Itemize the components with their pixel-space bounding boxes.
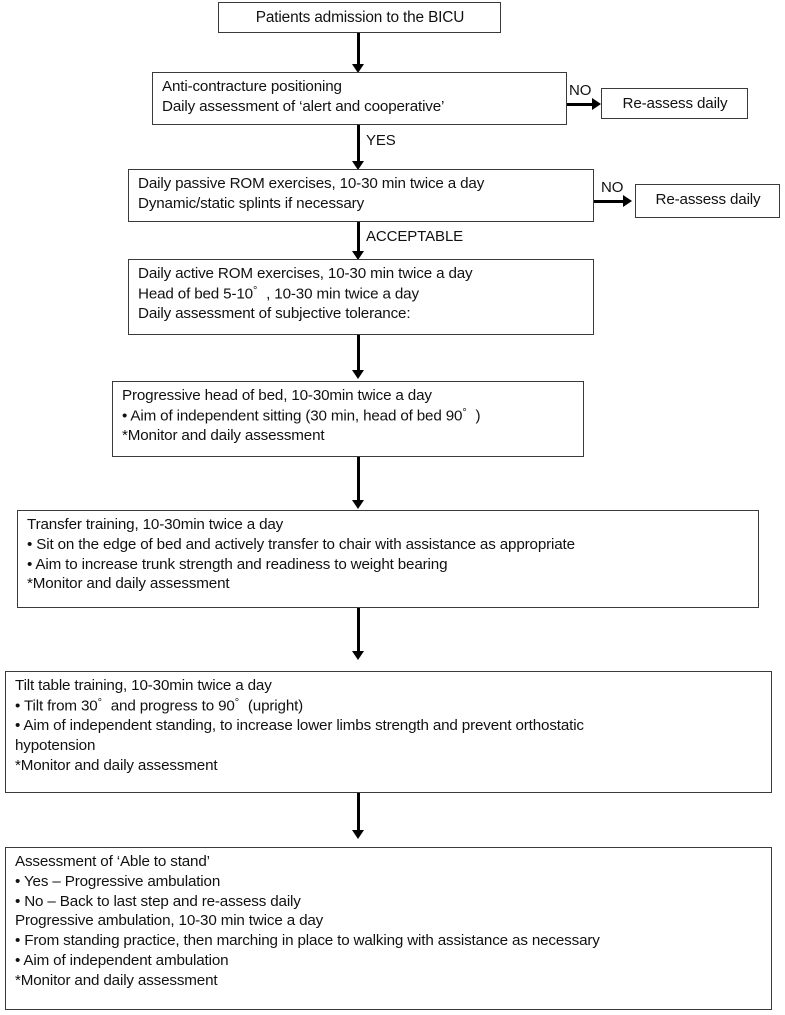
- node-re-assess-daily-1: Re-assess daily: [601, 88, 748, 119]
- connector-activerom-to-progressivehob: [357, 335, 360, 373]
- node-line: Re-assess daily: [655, 191, 761, 208]
- edge-label-yes: YES: [366, 132, 396, 149]
- connector-admission-to-anticontracture: [357, 33, 360, 66]
- node-re-assess-daily-2: Re-assess daily: [635, 184, 780, 218]
- node-line: Daily assessment of subjective tolerance…: [138, 305, 411, 323]
- edge-label-no-2: NO: [601, 179, 624, 196]
- edge-label-acceptable: ACCEPTABLE: [366, 228, 464, 245]
- connector-arrowhead: [592, 98, 601, 110]
- node-line: • Aim to increase trunk strength and rea…: [27, 555, 448, 573]
- node-daily-passive-rom: Daily passive ROM exercises, 10-30 min t…: [128, 169, 594, 222]
- connector-arrowhead: [352, 500, 364, 509]
- connector-anticontracture-to-passiverom: [357, 125, 360, 164]
- connector-progressivehob-to-transfer: [357, 457, 360, 503]
- connector-arrowhead: [352, 830, 364, 839]
- node-line: • Tilt from 30° and progress to 90° (upr…: [15, 696, 304, 715]
- node-line: Progressive ambulation, 10-30 min twice …: [15, 912, 324, 930]
- node-line: *Monitor and daily assessment: [122, 427, 325, 445]
- edge-label-no-1: NO: [569, 82, 592, 99]
- node-line: *Monitor and daily assessment: [27, 575, 230, 593]
- connector-arrowhead: [623, 195, 632, 207]
- node-line: hypotension: [15, 736, 96, 754]
- connector-anticontracture-to-reassess1: [567, 103, 594, 106]
- node-line: • From standing practice, then marching …: [15, 932, 600, 949]
- node-line: Daily active ROM exercises, 10-30 min tw…: [138, 265, 473, 282]
- node-daily-active-rom: Daily active ROM exercises, 10-30 min tw…: [128, 259, 594, 335]
- node-line: Progressive head of bed, 10-30min twice …: [122, 387, 432, 404]
- node-line: *Monitor and daily assessment: [15, 756, 218, 774]
- node-line: • Aim of independent sitting (30 min, he…: [122, 406, 481, 425]
- node-line: Anti-contracture positioning: [162, 78, 342, 95]
- node-line: Re-assess daily: [622, 95, 728, 112]
- node-line: • Sit on the edge of bed and actively tr…: [27, 535, 575, 553]
- node-line: Tilt table training, 10-30min twice a da…: [15, 677, 272, 694]
- connector-arrowhead: [352, 370, 364, 379]
- node-assessment-able-to-stand: Assessment of ‘Able to stand’ • Yes – Pr…: [5, 847, 772, 1010]
- connector-arrowhead: [352, 64, 364, 73]
- node-tilt-table-training: Tilt table training, 10-30min twice a da…: [5, 671, 772, 793]
- node-patients-admission: Patients admission to the BICU: [218, 2, 501, 33]
- node-line: Transfer training, 10-30min twice a day: [27, 516, 284, 533]
- node-line: Daily passive ROM exercises, 10-30 min t…: [138, 175, 485, 192]
- connector-passiverom-to-activerom: [357, 222, 360, 254]
- connector-arrowhead: [352, 251, 364, 260]
- node-line: Dynamic/static splints if necessary: [138, 194, 365, 212]
- node-line: Assessment of ‘Able to stand’: [15, 853, 210, 870]
- connector-arrowhead: [352, 161, 364, 170]
- node-anti-contracture-positioning: Anti-contracture positioning Daily asses…: [152, 72, 567, 125]
- node-line: Patients admission to the BICU: [255, 9, 465, 26]
- node-line: • Aim of independent ambulation: [15, 951, 229, 969]
- node-line: Head of bed 5-10° , 10-30 min twice a da…: [138, 284, 419, 303]
- node-line: • Yes – Progressive ambulation: [15, 872, 221, 890]
- connector-transfer-to-tilttable: [357, 608, 360, 654]
- node-progressive-head-of-bed: Progressive head of bed, 10-30min twice …: [112, 381, 584, 457]
- node-line: *Monitor and daily assessment: [15, 971, 218, 989]
- connector-tilttable-to-ambulation: [357, 793, 360, 833]
- node-transfer-training: Transfer training, 10-30min twice a day …: [17, 510, 759, 608]
- node-line: • No – Back to last step and re-assess d…: [15, 892, 301, 910]
- node-line: Daily assessment of ‘alert and cooperati…: [162, 97, 445, 115]
- node-line: • Aim of independent standing, to increa…: [15, 717, 584, 735]
- connector-arrowhead: [352, 651, 364, 660]
- connector-passiverom-to-reassess2: [594, 200, 625, 203]
